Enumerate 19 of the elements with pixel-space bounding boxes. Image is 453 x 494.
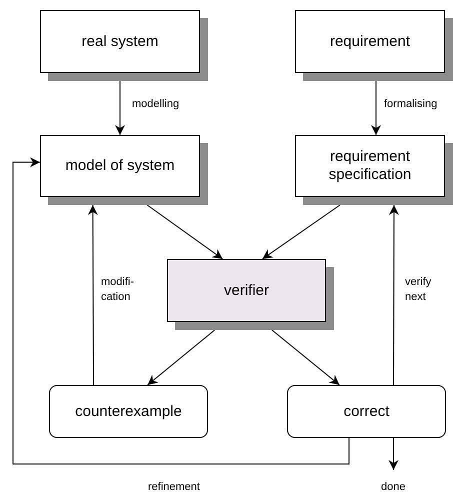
arrow [146, 204, 224, 260]
arrow [12, 157, 350, 464]
arrow [147, 330, 216, 386]
arrow [262, 204, 340, 260]
node-label: real system [82, 32, 158, 50]
arrow [271, 330, 340, 386]
result-box [287, 385, 446, 438]
node-label: model of system [65, 157, 175, 175]
arrow [115, 80, 125, 136]
node-label: requirement specification [328, 148, 412, 184]
arrow [388, 438, 399, 470]
arrow [88, 204, 98, 386]
node-label: requirement [330, 32, 410, 50]
arrow [388, 204, 399, 386]
node-label: correct [344, 402, 390, 420]
node-label: counterexample [75, 402, 182, 420]
result-box [49, 385, 208, 438]
node-label: verifier [224, 282, 269, 300]
arrow [371, 80, 381, 136]
